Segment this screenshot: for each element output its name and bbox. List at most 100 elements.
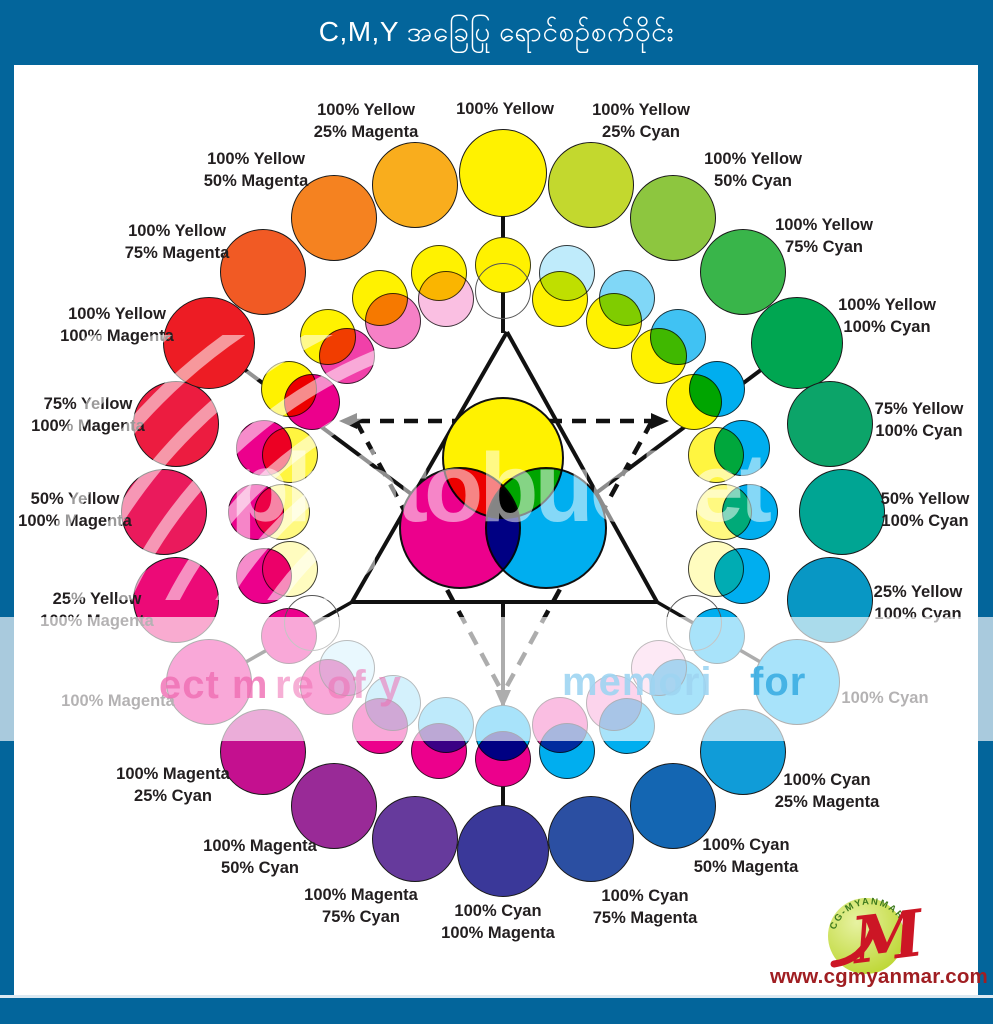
outer-swatch-100y-25c bbox=[547, 141, 634, 228]
swatch-label: 100% Yellow 25% Magenta bbox=[271, 99, 461, 143]
swatch-label-line: 75% Yellow bbox=[43, 395, 133, 413]
swatch-label-line: 100% Magenta bbox=[441, 924, 555, 942]
outer-swatch-100c-100m bbox=[457, 805, 549, 897]
swatch-label-line: 100% Yellow bbox=[317, 101, 415, 119]
swatch-label-line: 100% Cyan bbox=[601, 887, 689, 905]
outer-swatch-100c bbox=[753, 638, 840, 725]
swatch-label-line: 100% Magenta bbox=[60, 327, 174, 345]
outer-swatch-75y-100c bbox=[787, 381, 874, 468]
swatch-label: 100% Cyan bbox=[790, 687, 980, 709]
footer-divider bbox=[0, 995, 993, 998]
swatch-label: 50% Yellow 100% Magenta bbox=[0, 488, 170, 532]
swatch-label-line: 100% Cyan bbox=[881, 512, 969, 530]
swatch-label: 100% Yellow 50% Cyan bbox=[658, 148, 848, 192]
arrowhead-icon bbox=[495, 690, 511, 708]
swatch-label-line: 100% Cyan bbox=[875, 422, 963, 440]
swatch-label-line: 100% Yellow bbox=[838, 296, 936, 314]
swatch-label-line: 75% Yellow bbox=[874, 400, 964, 418]
swatch-label: 100% Magenta 25% Cyan bbox=[78, 763, 268, 807]
swatch-label-line: 25% Yellow bbox=[52, 590, 142, 608]
swatch-label-line: 100% Magenta bbox=[40, 612, 154, 630]
outer-swatch-100c-50m bbox=[629, 762, 716, 849]
left-border bbox=[0, 65, 14, 1024]
swatch-label: 50% Yellow 100% Cyan bbox=[830, 488, 993, 532]
swatch-label: 100% Yellow 75% Cyan bbox=[729, 214, 919, 258]
swatch-label-line: 100% Yellow bbox=[775, 216, 873, 234]
swatch-label-line: 100% Magenta bbox=[18, 512, 132, 530]
right-border bbox=[978, 65, 993, 1024]
outer-swatch-100y-50c bbox=[629, 175, 716, 262]
dashed-guide-line bbox=[354, 419, 501, 688]
swatch-label-line: 100% Yellow bbox=[704, 150, 802, 168]
swatch-label: 100% Cyan 100% Magenta bbox=[403, 900, 593, 944]
swatch-label: 100% Yellow 50% Magenta bbox=[161, 148, 351, 192]
swatch-label-line: 75% Magenta bbox=[124, 244, 230, 262]
swatch-label-line: 25% Cyan bbox=[134, 787, 212, 805]
swatch-label-line: 75% Cyan bbox=[785, 238, 863, 256]
swatch-label-line: 100% Magenta bbox=[31, 417, 145, 435]
swatch-label: 100% Yellow 75% Magenta bbox=[82, 220, 272, 264]
header-bar: C,M,Y အခြေပြု ရောင်စဉ်စက်ဝိုင်း bbox=[0, 0, 993, 65]
guide-line bbox=[505, 331, 659, 603]
swatch-label-line: 25% Yellow bbox=[873, 583, 963, 601]
swatch-label-line: 25% Magenta bbox=[313, 123, 419, 141]
swatch-label-line: 100% Cyan bbox=[843, 318, 931, 336]
swatch-label: 75% Yellow 100% Cyan bbox=[824, 398, 993, 442]
swatch-label-line: 50% Cyan bbox=[221, 859, 299, 877]
swatch-label-line: 25% Magenta bbox=[774, 793, 880, 811]
outer-swatch-100c-75m bbox=[547, 796, 634, 883]
logo-m-glyph: M bbox=[846, 896, 930, 975]
logo-circle bbox=[828, 898, 904, 974]
swatch-label-line: 100% Magenta bbox=[203, 837, 317, 855]
outer-swatch-100y-50m bbox=[290, 175, 377, 262]
swatch-label: 100% Magenta 50% Cyan bbox=[165, 835, 355, 879]
swatch-label: 100% Cyan 25% Magenta bbox=[732, 769, 922, 813]
swatch-label-line: 100% Yellow bbox=[592, 101, 690, 119]
swatch-label-line: 50% Cyan bbox=[714, 172, 792, 190]
outer-swatch-100y-25m bbox=[372, 141, 459, 228]
swatch-label-line: 75% Cyan bbox=[322, 908, 400, 926]
outer-swatch-100m-50c bbox=[290, 762, 377, 849]
swatch-label-line: 100% Cyan bbox=[702, 836, 790, 854]
footer-bar bbox=[0, 998, 993, 1024]
swatch-label-line: 50% Yellow bbox=[880, 490, 970, 508]
swatch-label-line: 25% Cyan bbox=[602, 123, 680, 141]
swatch-label: 100% Yellow 25% Cyan bbox=[546, 99, 736, 143]
swatch-label-line: 100% Cyan bbox=[874, 605, 962, 623]
swatch-label: 100% Yellow bbox=[410, 98, 600, 120]
swatch-label: 25% Yellow 100% Cyan bbox=[823, 581, 993, 625]
swatch-label: 75% Yellow 100% Magenta bbox=[0, 393, 183, 437]
swatch-label-line: 100% Magenta bbox=[116, 765, 230, 783]
page-title: C,M,Y အခြေပြု ရောင်စဉ်စက်ဝိုင်း bbox=[318, 16, 675, 47]
swatch-label-line: 100% Cyan bbox=[783, 771, 871, 789]
swatch-label: 100% Magenta bbox=[23, 690, 213, 712]
website-url: www.cgmyanmar.com bbox=[770, 965, 988, 988]
outer-swatch-100y-100c bbox=[750, 296, 843, 389]
swatch-label-line: 100% Cyan bbox=[841, 689, 929, 707]
cg-myanmar-logo: CG-MYANMAR M bbox=[828, 896, 930, 975]
logo-swoosh bbox=[830, 928, 876, 968]
swatch-label-line: 100% Yellow bbox=[128, 222, 226, 240]
swatch-label: 100% Yellow 100% Magenta bbox=[22, 303, 212, 347]
swatch-label-line: 100% Magenta bbox=[61, 692, 175, 710]
swatch-label-line: 100% Yellow bbox=[456, 100, 554, 118]
swatch-label-line: 100% Cyan bbox=[454, 902, 542, 920]
swatch-label-line: 50% Magenta bbox=[693, 858, 799, 876]
swatch-label-line: 100% Yellow bbox=[207, 150, 305, 168]
swatch-label-line: 100% Yellow bbox=[68, 305, 166, 323]
swatch-label-line: 50% Magenta bbox=[203, 172, 309, 190]
outer-swatch-100y-75c bbox=[699, 229, 786, 316]
swatch-label: 100% Cyan 50% Magenta bbox=[651, 834, 841, 878]
outer-swatch-50y-100c bbox=[799, 469, 885, 555]
outer-swatch-100y bbox=[459, 129, 547, 217]
swatch-label: 25% Yellow 100% Magenta bbox=[2, 588, 192, 632]
outer-swatch-100m-75c bbox=[372, 796, 459, 883]
swatch-label: 100% Yellow 100% Cyan bbox=[792, 294, 982, 338]
arrowhead-icon bbox=[339, 413, 357, 429]
arrowhead-icon bbox=[651, 413, 669, 429]
swatch-label-line: 50% Yellow bbox=[30, 490, 120, 508]
outer-swatch-100y-75m bbox=[220, 229, 307, 316]
